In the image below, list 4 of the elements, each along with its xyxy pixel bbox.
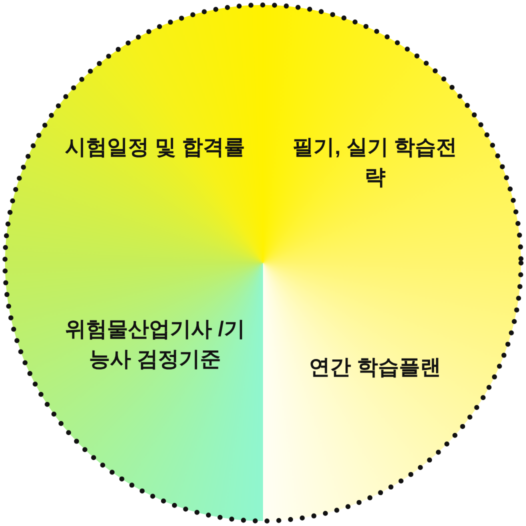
sector-label: 위험물산업기사 /기능사 검정기준 bbox=[64, 317, 246, 374]
sector-label: 필기, 실기 학습전략 bbox=[292, 135, 458, 192]
sector-label: 연간 학습플랜 bbox=[308, 355, 442, 381]
sector-label: 시험일정 및 합격률 bbox=[65, 135, 245, 161]
